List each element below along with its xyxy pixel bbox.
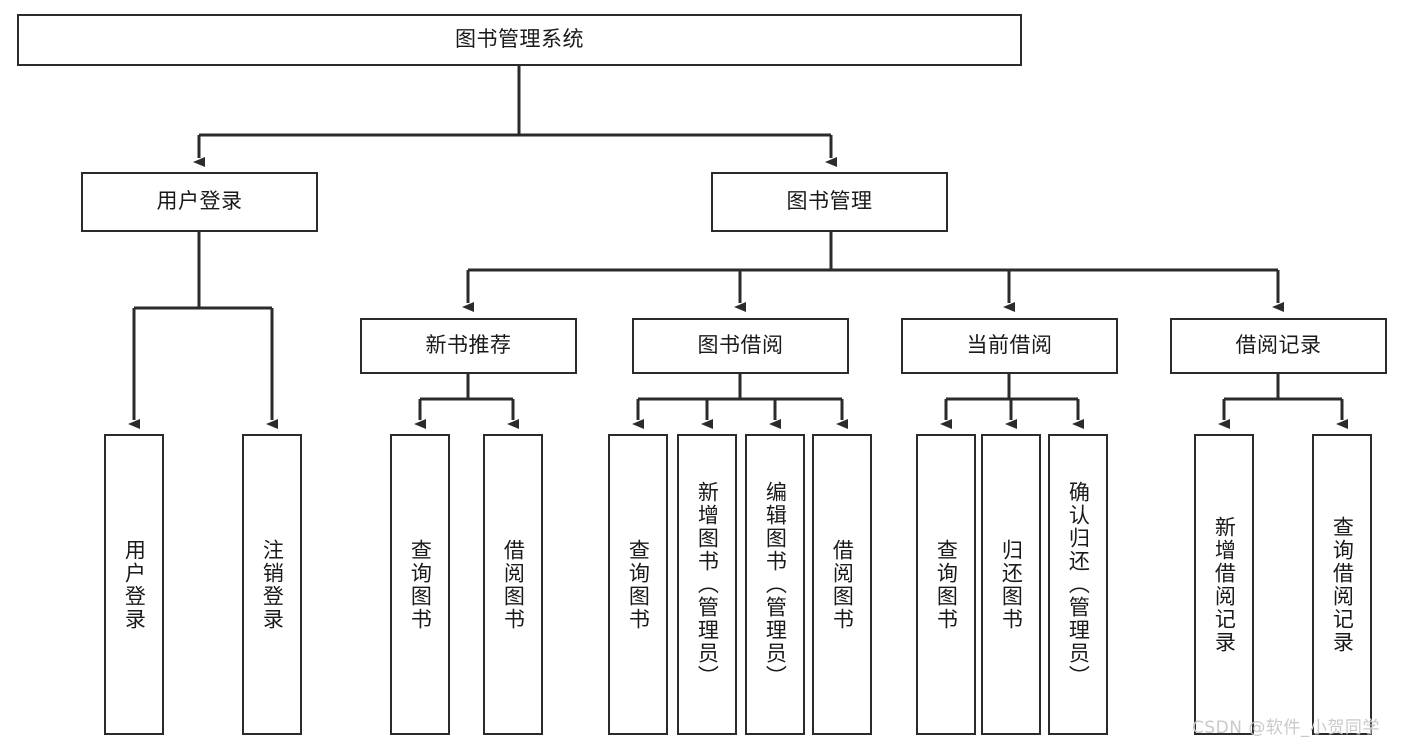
node-book-borrow[interactable]: 图书借阅 xyxy=(632,318,849,374)
node-leaf-borrow-query-book-label: 查询图书 xyxy=(626,538,651,631)
node-leaf-user-login-label: 用户登录 xyxy=(122,538,147,631)
node-leaf-record-query-label: 查询借阅记录 xyxy=(1330,515,1355,654)
node-leaf-borrow-borrow-book[interactable]: 借阅图书 xyxy=(812,434,872,735)
node-leaf-current-confirm-return[interactable]: 确认归还（管理员） xyxy=(1048,434,1108,735)
node-borrow-record-label: 借阅记录 xyxy=(1235,333,1322,358)
node-book-management[interactable]: 图书管理 xyxy=(711,172,948,232)
node-leaf-borrow-query-book[interactable]: 查询图书 xyxy=(608,434,668,735)
node-leaf-record-query[interactable]: 查询借阅记录 xyxy=(1312,434,1372,735)
node-borrow-record[interactable]: 借阅记录 xyxy=(1170,318,1387,374)
node-leaf-newbook-borrow-book-label: 借阅图书 xyxy=(501,538,526,631)
node-leaf-record-add[interactable]: 新增借阅记录 xyxy=(1194,434,1254,735)
node-leaf-current-return-book-label: 归还图书 xyxy=(999,538,1024,631)
node-leaf-borrow-borrow-book-label: 借阅图书 xyxy=(830,538,855,631)
node-root-system-label: 图书管理系统 xyxy=(455,27,584,52)
node-leaf-record-add-label: 新增借阅记录 xyxy=(1212,515,1237,654)
node-current-borrow-label: 当前借阅 xyxy=(966,333,1053,358)
node-leaf-logout[interactable]: 注销登录 xyxy=(242,434,302,735)
node-root-system[interactable]: 图书管理系统 xyxy=(17,14,1022,66)
csdn-watermark: CSDN @软件_小贺同学 xyxy=(1192,718,1380,738)
node-leaf-user-login[interactable]: 用户登录 xyxy=(104,434,164,735)
node-current-borrow[interactable]: 当前借阅 xyxy=(901,318,1118,374)
node-leaf-borrow-add-book-label: 新增图书（管理员） xyxy=(695,481,720,688)
node-leaf-borrow-add-book[interactable]: 新增图书（管理员） xyxy=(677,434,737,735)
node-leaf-logout-label: 注销登录 xyxy=(260,538,285,631)
node-new-book-recommend[interactable]: 新书推荐 xyxy=(360,318,577,374)
node-leaf-current-return-book[interactable]: 归还图书 xyxy=(981,434,1041,735)
node-leaf-current-query-book-label: 查询图书 xyxy=(934,538,959,631)
node-leaf-newbook-query-book-label: 查询图书 xyxy=(408,538,433,631)
node-book-borrow-label: 图书借阅 xyxy=(697,333,784,358)
node-new-book-recommend-label: 新书推荐 xyxy=(425,333,512,358)
node-leaf-borrow-edit-book[interactable]: 编辑图书（管理员） xyxy=(745,434,805,735)
node-book-management-label: 图书管理 xyxy=(786,189,873,214)
node-leaf-current-confirm-return-label: 确认归还（管理员） xyxy=(1066,481,1091,688)
node-user-login-label: 用户登录 xyxy=(156,189,243,214)
node-leaf-newbook-query-book[interactable]: 查询图书 xyxy=(390,434,450,735)
node-leaf-borrow-edit-book-label: 编辑图书（管理员） xyxy=(763,481,788,688)
node-leaf-newbook-borrow-book[interactable]: 借阅图书 xyxy=(483,434,543,735)
node-user-login[interactable]: 用户登录 xyxy=(81,172,318,232)
node-leaf-current-query-book[interactable]: 查询图书 xyxy=(916,434,976,735)
